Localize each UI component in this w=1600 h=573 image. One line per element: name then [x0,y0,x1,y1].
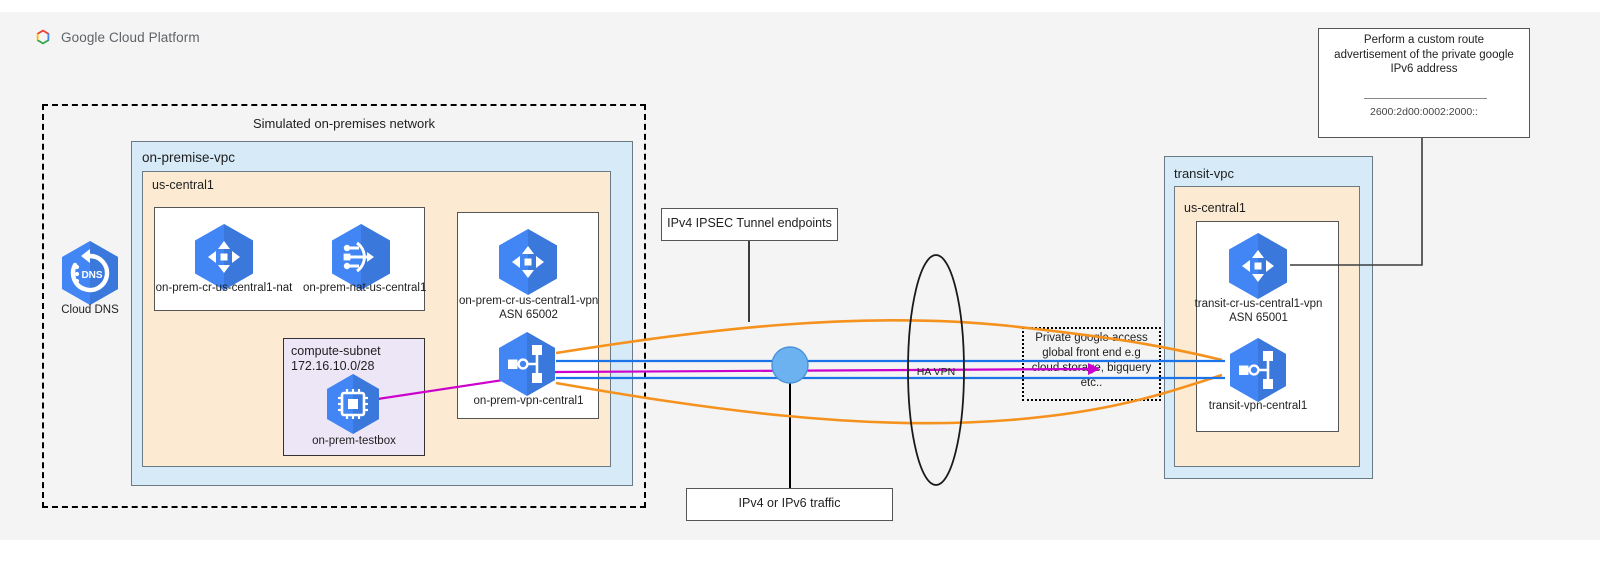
gcp-header: Google Cloud Platform [33,27,200,47]
custom-route-divider [1364,98,1487,99]
gcp-brand-label: Google Cloud Platform [61,29,200,45]
compute-subnet-cidr: 172.16.10.0/28 [291,359,375,373]
bottom-margin [0,540,1600,573]
onprem-vpn-router-label-line2: ASN 65002 [499,309,558,321]
custom-route-callout-label: Perform a custom route advertisement of … [1334,34,1514,75]
cloud-router-icon [1227,232,1289,305]
google-cloud-hexagon-logo-icon [33,27,53,47]
ipsec-callout-box [661,208,838,241]
transit-vpn-router-label-line1: transit-cr-us-central1-vpn [1194,298,1323,310]
onprem-testbox-label: on-prem-testbox [312,435,396,447]
traffic-callout-label: IPv4 or IPv6 traffic [738,496,841,510]
transit-vpc-label: transit-vpc [1174,166,1234,181]
compute-engine-vm-icon [325,373,381,440]
onprem-nat-router-label: on-prem-cr-us-central1-nat [155,282,293,294]
onprem-vpn-gateway-label: on-prem-vpn-central1 [473,395,584,407]
ipsec-callout-label: IPv4 IPSEC Tunnel endpoints [667,216,832,230]
cloud-dns-icon: DNS [60,240,120,311]
custom-route-callout-box [1318,28,1530,138]
transit-vpn-gateway-label: transit-vpn-central1 [1208,400,1308,412]
onprem-region-label: us-central1 [152,178,214,192]
cloud-vpn-gateway-icon [1228,337,1288,408]
onprem-nat-gateway-label: on-prem-nat-us-central1 [303,282,427,294]
custom-route-address: 2600:2d00:0002:2000:: [1369,106,1479,118]
simulated-onprem-title: Simulated on-premises network [252,116,436,131]
simulated-onprem-boundary [42,104,646,508]
cloud-router-icon [497,228,559,301]
transit-vpn-router-label-line2: ASN 65001 [1229,312,1288,324]
ha-vpn-label: HA VPN [916,366,956,378]
onprem-vpn-router-label-line1: on-prem-cr-us-central1-vpn [459,295,599,307]
top-margin [0,0,1600,12]
traffic-callout-box [686,488,893,521]
cloud-vpn-gateway-icon [497,331,557,402]
transit-region-label: us-central1 [1184,201,1246,215]
cloud-dns-label: Cloud DNS [61,304,119,316]
private-google-access-label: Private google access global front end e… [1031,332,1152,389]
cloud-router-icon [193,223,255,296]
cloud-nat-icon [330,223,392,296]
on-premise-vpc-label: on-premise-vpc [142,150,236,165]
compute-subnet-name: compute-subnet [291,344,381,358]
svg-text:DNS: DNS [81,270,102,281]
